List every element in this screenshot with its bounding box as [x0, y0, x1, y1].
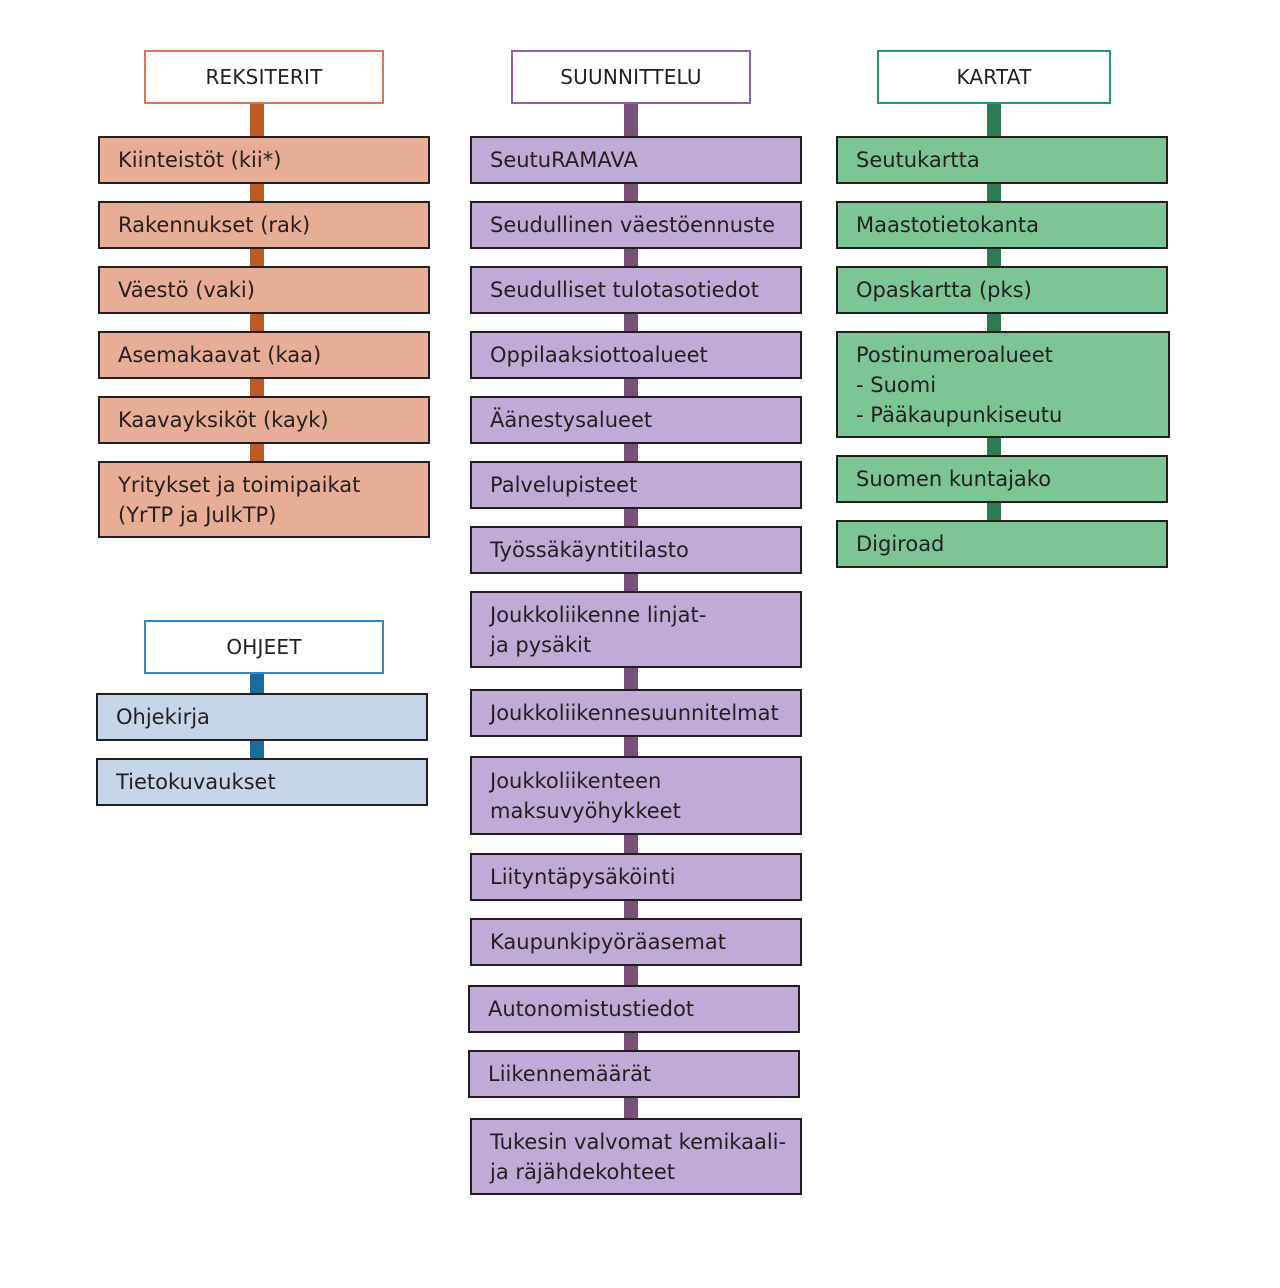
- reksiterit-item-line: (YrTP ja JulkTP): [118, 502, 277, 527]
- ohjeet-item-line: Ohjekirja: [116, 705, 210, 729]
- kartat-connector: [987, 248, 1001, 267]
- suunnittelu-item-line: Kaupunkipyöräasemat: [490, 930, 726, 954]
- reksiterit-connector: [250, 313, 264, 332]
- suunnittelu-item-line: Seudulliset tulotasotiedot: [490, 278, 759, 302]
- suunnittelu-item: Liityntäpysäköinti: [470, 853, 802, 901]
- reksiterit-item: Väestö (vaki): [98, 266, 430, 314]
- reksiterit-item-line: Asemakaavat (kaa): [118, 343, 322, 367]
- reksiterit-item: Rakennukset (rak): [98, 201, 430, 249]
- reksiterit-item-line: Rakennukset (rak): [118, 213, 311, 237]
- ohjeet-connector: [250, 740, 264, 759]
- suunnittelu-item: Tukesin valvomat kemikaali-ja räjähdekoh…: [470, 1118, 802, 1195]
- reksiterit-connector: [250, 378, 264, 397]
- suunnittelu-item: Äänestysalueet: [470, 396, 802, 444]
- suunnittelu-connector: [624, 667, 638, 690]
- ohjeet-connector: [250, 673, 264, 694]
- suunnittelu-item-line: ja pysäkit: [490, 632, 592, 657]
- suunnittelu-item-line: Äänestysalueet: [490, 408, 653, 432]
- kartat-item-line: - Pääkaupunkiseutu: [856, 402, 1063, 427]
- suunnittelu-connector: [624, 248, 638, 267]
- suunnittelu-item-line: Oppilaaksiottoalueet: [490, 343, 708, 367]
- suunnittelu-item: Kaupunkipyöräasemat: [470, 918, 802, 966]
- suunnittelu-connector: [624, 183, 638, 202]
- ohjeet-item-line: Tietokuvaukset: [116, 770, 276, 794]
- suunnittelu-item: Autonomistustiedot: [468, 985, 800, 1033]
- kartat-item-line: Postinumeroalueet: [856, 342, 1053, 367]
- suunnittelu-connector: [624, 443, 638, 462]
- suunnittelu-header: SUUNNITTELU: [511, 50, 751, 104]
- suunnittelu-connector: [624, 313, 638, 332]
- suunnittelu-item-line: Palvelupisteet: [490, 473, 638, 497]
- suunnittelu-item-line: Liityntäpysäköinti: [490, 865, 676, 889]
- suunnittelu-connector: [624, 965, 638, 986]
- suunnittelu-item-line: Joukkoliikennesuunnitelmat: [490, 701, 779, 725]
- suunnittelu-item: SeutuRAMAVA: [470, 136, 802, 184]
- suunnittelu-item-line: Työssäkäyntitilasto: [490, 538, 689, 562]
- suunnittelu-item-line: Liikennemäärät: [488, 1062, 652, 1086]
- suunnittelu-connector: [624, 900, 638, 919]
- kartat-item: Seutukartta: [836, 136, 1168, 184]
- reksiterit-item: Kaavayksiköt (kayk): [98, 396, 430, 444]
- suunnittelu-item: Joukkoliikennesuunnitelmat: [470, 689, 802, 737]
- kartat-item-line: Maastotietokanta: [856, 213, 1040, 237]
- ohjeet-header: OHJEET: [144, 620, 384, 674]
- suunnittelu-connector: [624, 508, 638, 527]
- kartat-connector: [987, 183, 1001, 202]
- kartat-connector: [987, 437, 1001, 456]
- suunnittelu-connector: [624, 736, 638, 757]
- suunnittelu-item: Joukkoliikenteen maksuvyöhykkeet: [470, 756, 802, 835]
- reksiterit-item: Yritykset ja toimipaikat (YrTP ja JulkTP): [98, 461, 430, 538]
- kartat-item-line: - Suomi: [856, 372, 937, 397]
- suunnittelu-connector: [624, 1097, 638, 1119]
- suunnittelu-connector: [624, 573, 638, 592]
- reksiterit-item-line: Kaavayksiköt (kayk): [118, 408, 329, 432]
- ohjeet-item: Ohjekirja: [96, 693, 428, 741]
- suunnittelu-item-line: maksuvyöhykkeet: [490, 798, 681, 823]
- kartat-header: KARTAT: [877, 50, 1111, 104]
- suunnittelu-item-line: Seudullinen väestöennuste: [490, 213, 776, 237]
- kartat-item: Opaskartta (pks): [836, 266, 1168, 314]
- kartat-item: Maastotietokanta: [836, 201, 1168, 249]
- suunnittelu-item: Joukkoliikenne linjat-ja pysäkit: [470, 591, 802, 668]
- suunnittelu-item: Seudullinen väestöennuste: [470, 201, 802, 249]
- suunnittelu-connector: [624, 378, 638, 397]
- suunnittelu-connector: [624, 1032, 638, 1051]
- kartat-connector: [987, 502, 1001, 521]
- suunnittelu-item-line: Joukkoliikenteen: [490, 768, 662, 793]
- suunnittelu-item-line: SeutuRAMAVA: [490, 148, 638, 172]
- suunnittelu-item-line: Tukesin valvomat kemikaali-: [490, 1129, 787, 1154]
- suunnittelu-item: Oppilaaksiottoalueet: [470, 331, 802, 379]
- reksiterit-item-line: Kiinteistöt (kii*): [118, 148, 282, 172]
- kartat-item-line: Digiroad: [856, 532, 945, 556]
- ohjeet-item: Tietokuvaukset: [96, 758, 428, 806]
- kartat-item-line: Seutukartta: [856, 148, 980, 172]
- reksiterit-item: Kiinteistöt (kii*): [98, 136, 430, 184]
- reksiterit-item: Asemakaavat (kaa): [98, 331, 430, 379]
- kartat-item: Digiroad: [836, 520, 1168, 568]
- reksiterit-item-line: Yritykset ja toimipaikat: [118, 472, 361, 497]
- suunnittelu-item-line: Autonomistustiedot: [488, 997, 695, 1021]
- kartat-connector: [987, 103, 1001, 137]
- suunnittelu-item-line: ja räjähdekohteet: [490, 1159, 676, 1184]
- reksiterit-header: REKSITERIT: [144, 50, 384, 104]
- kartat-item-line: Suomen kuntajako: [856, 467, 1052, 491]
- reksiterit-connector: [250, 183, 264, 202]
- suunnittelu-connector: [624, 103, 638, 137]
- kartat-item: Suomen kuntajako: [836, 455, 1168, 503]
- kartat-item: Postinumeroalueet - Suomi - Pääkaupunkiseu…: [836, 331, 1170, 438]
- kartat-item-line: Opaskartta (pks): [856, 278, 1032, 302]
- suunnittelu-item: Seudulliset tulotasotiedot: [470, 266, 802, 314]
- reksiterit-item-line: Väestö (vaki): [118, 278, 255, 302]
- reksiterit-connector: [250, 248, 264, 267]
- suunnittelu-item: Liikennemäärät: [468, 1050, 800, 1098]
- reksiterit-connector: [250, 103, 264, 137]
- reksiterit-connector: [250, 443, 264, 462]
- suunnittelu-connector: [624, 834, 638, 854]
- suunnittelu-item: Palvelupisteet: [470, 461, 802, 509]
- suunnittelu-item: Työssäkäyntitilasto: [470, 526, 802, 574]
- kartat-connector: [987, 313, 1001, 332]
- suunnittelu-item-line: Joukkoliikenne linjat-: [490, 602, 707, 627]
